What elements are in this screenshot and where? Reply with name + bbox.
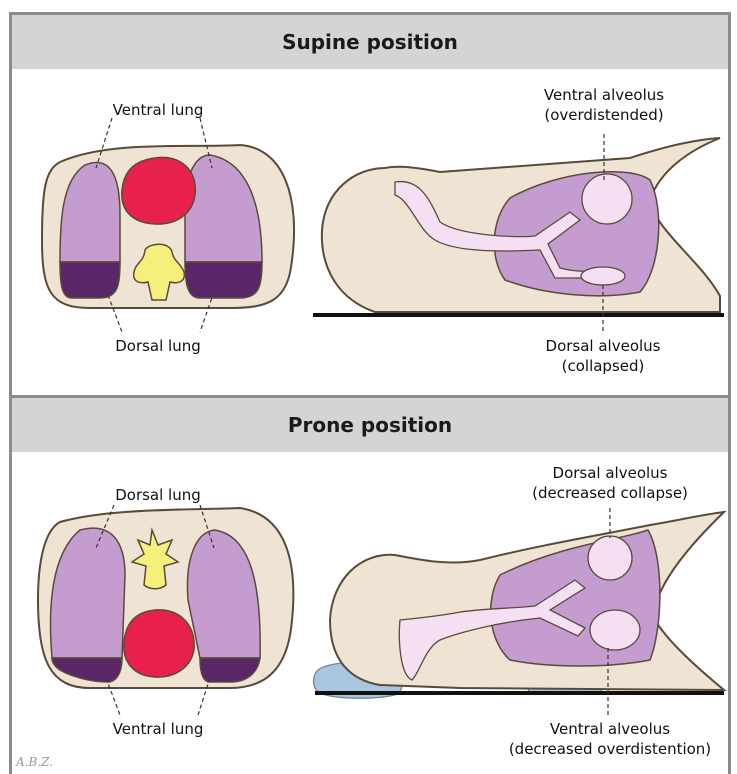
supine-dorsal-alveolus bbox=[581, 267, 625, 285]
prone-heart bbox=[124, 610, 194, 677]
supine-left-lung-dorsal bbox=[60, 262, 120, 298]
supine-heart bbox=[122, 157, 196, 224]
supine-side-top-label-2: (overdistended) bbox=[544, 106, 663, 124]
supine-side-view: Ventral alveolus (overdistended) Dorsal … bbox=[313, 86, 724, 375]
supine-side-bottom-label-2: (collapsed) bbox=[562, 357, 645, 375]
supine-cross-bottom-label: Dorsal lung bbox=[115, 337, 201, 355]
supine-right-lung-dorsal bbox=[185, 262, 262, 298]
supine-ventral-alveolus bbox=[582, 174, 632, 224]
supine-cross-section: Ventral lung Dorsal lung bbox=[42, 101, 294, 355]
prone-cross-section: Dorsal lung Ventral lung bbox=[38, 486, 293, 738]
supine-side-bottom-label-1: Dorsal alveolus bbox=[546, 337, 661, 355]
prone-side-bottom-label-2: (decreased overdistention) bbox=[509, 740, 711, 758]
prone-side-top-label-1: Dorsal alveolus bbox=[553, 464, 668, 482]
prone-side-bottom-label-1: Ventral alveolus bbox=[550, 720, 670, 738]
prone-side-top-label-2: (decreased collapse) bbox=[532, 484, 688, 502]
prone-ventral-alveolus bbox=[590, 610, 640, 650]
prone-cross-top-label: Dorsal lung bbox=[115, 486, 201, 504]
supine-side-top-label-1: Ventral alveolus bbox=[544, 86, 664, 104]
prone-dorsal-alveolus bbox=[588, 536, 632, 580]
supine-cross-top-label: Ventral lung bbox=[113, 101, 204, 119]
prone-lungs bbox=[491, 530, 660, 666]
prone-side-view: Dorsal alveolus (decreased collapse) Ven… bbox=[314, 464, 725, 758]
artist-signature: A.B.Z. bbox=[15, 755, 53, 769]
prone-cross-bottom-label: Ventral lung bbox=[113, 720, 204, 738]
